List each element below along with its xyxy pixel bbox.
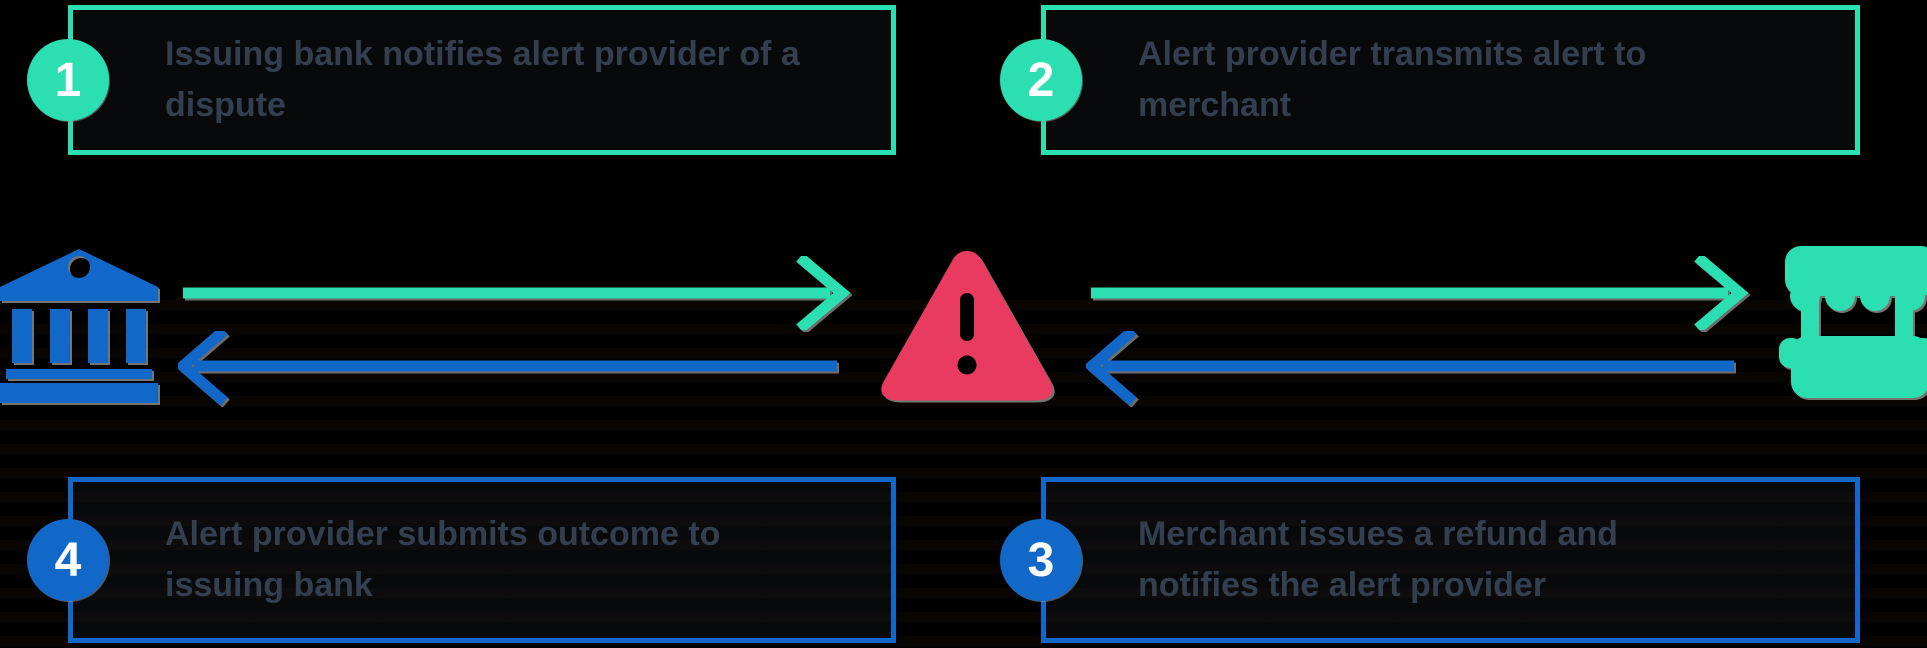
arrow-right-icon-alert-to-merchant bbox=[1088, 253, 1749, 335]
arrow-right-icon-bank-to-alert bbox=[180, 253, 851, 335]
step-number-badge-4: 4 bbox=[27, 519, 109, 601]
step-text-1: Issuing bank notifies alert provider of … bbox=[165, 35, 800, 124]
step-number: 3 bbox=[1027, 533, 1055, 587]
step-number: 1 bbox=[54, 53, 82, 107]
step-number-badge-1: 1 bbox=[27, 39, 109, 121]
arrow-left-icon-merchant-to-alert bbox=[1083, 326, 1738, 410]
warning-triangle-icon bbox=[878, 243, 1056, 406]
step-text-3: Merchant issues a refund and notifies th… bbox=[1138, 515, 1618, 604]
step-text-2: Alert provider transmits alert to mercha… bbox=[1138, 35, 1647, 124]
step-number: 2 bbox=[1027, 53, 1055, 107]
arrow-left-icon-alert-to-bank bbox=[174, 326, 842, 410]
step-box-1: 1 Issuing bank notifies alert provider o… bbox=[27, 5, 896, 155]
step-box-2: 2 Alert provider transmits alert to merc… bbox=[1000, 5, 1860, 155]
storefront-icon bbox=[1777, 246, 1927, 403]
step-box-4: 4 Alert provider submits outcome to issu… bbox=[27, 477, 896, 643]
bank-icon bbox=[0, 245, 158, 408]
step-number-badge-2: 2 bbox=[1000, 39, 1082, 121]
step-number-badge-3: 3 bbox=[1000, 519, 1082, 601]
step-number: 4 bbox=[54, 533, 82, 587]
step-box-3: 3 Merchant issues a refund and notifies … bbox=[1000, 477, 1860, 643]
step-text-4: Alert provider submits outcome to issuin… bbox=[165, 515, 721, 604]
